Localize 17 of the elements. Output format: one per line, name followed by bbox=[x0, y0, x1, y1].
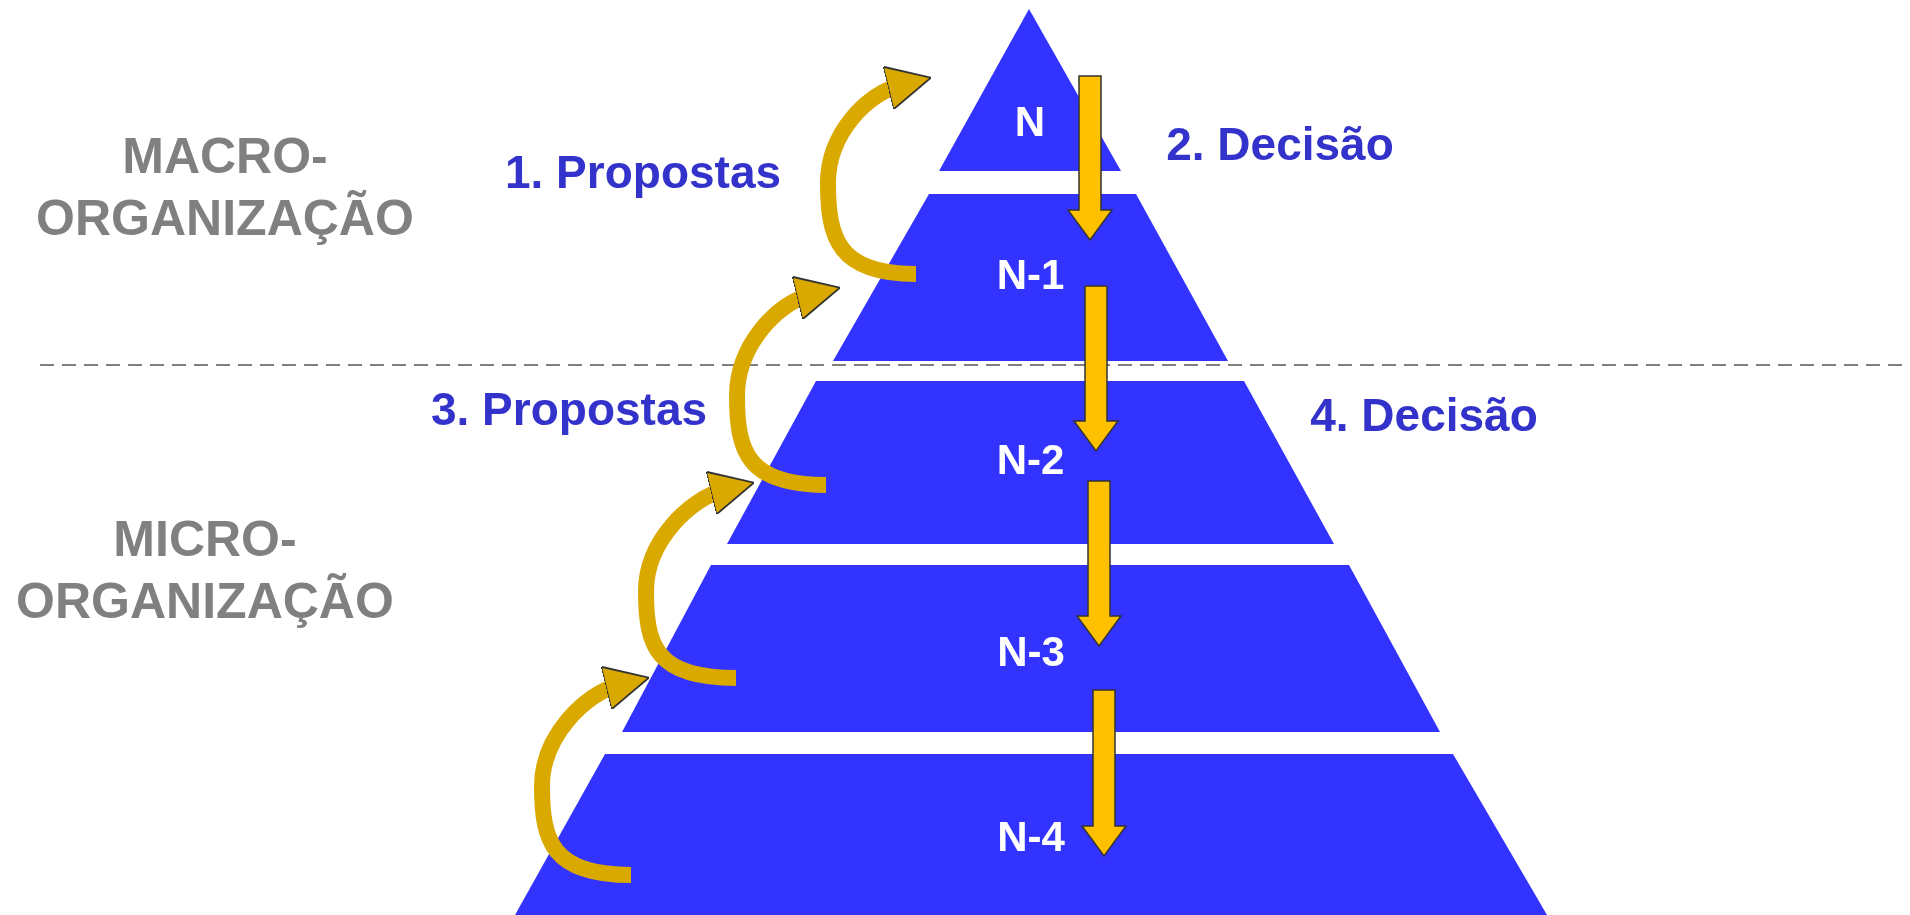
section-label: 1. Propostas bbox=[503, 145, 783, 200]
level-label: N-4 bbox=[997, 816, 1065, 858]
section-label: 2. Decisão bbox=[1165, 117, 1395, 172]
arrow bbox=[1072, 285, 1120, 453]
arrow bbox=[1066, 75, 1114, 242]
level-label: N-1 bbox=[996, 254, 1065, 296]
section-label: MICRO- ORGANIZAÇÃO bbox=[15, 510, 395, 631]
section-label: 3. Propostas bbox=[429, 382, 709, 437]
section-label: MACRO- ORGANIZAÇÃO bbox=[35, 127, 415, 248]
level-label: N-3 bbox=[997, 631, 1065, 673]
level-label: N bbox=[1014, 101, 1046, 143]
level-label: N-2 bbox=[996, 439, 1065, 481]
section-label: 4. Decisão bbox=[1309, 388, 1539, 443]
curved-arrow bbox=[638, 472, 755, 686]
arrow bbox=[1080, 689, 1128, 858]
arrow bbox=[1075, 480, 1123, 648]
curved-arrow bbox=[534, 667, 650, 883]
